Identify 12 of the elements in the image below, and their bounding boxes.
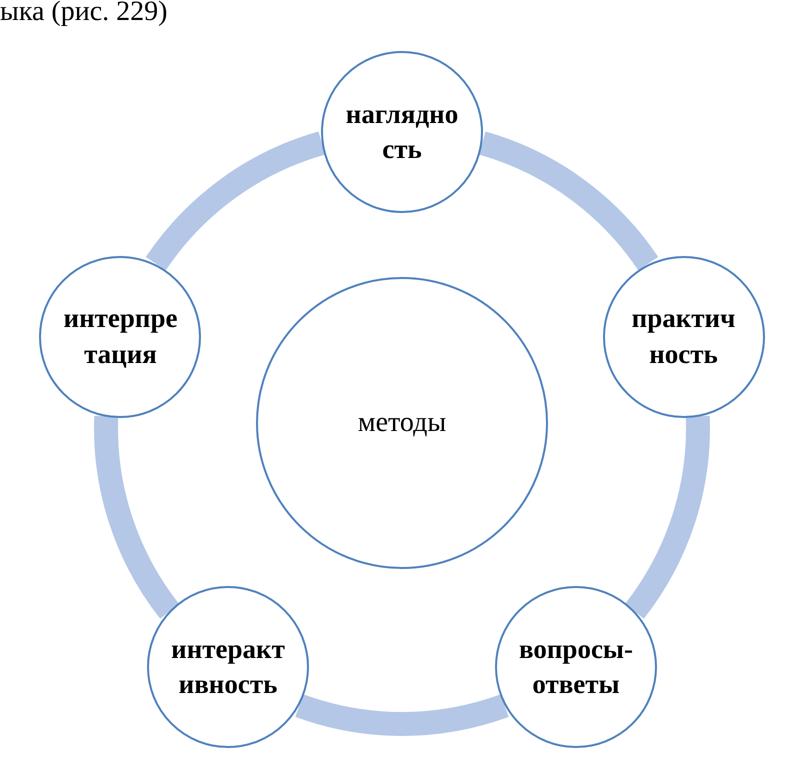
node-label: практич ность bbox=[630, 302, 736, 371]
node-label: вопросы- ответы bbox=[518, 633, 634, 702]
ring-connector bbox=[624, 416, 710, 618]
node-label: интеракт ивность bbox=[170, 633, 286, 702]
ring-connector bbox=[94, 416, 180, 618]
node-label: интерпре тация bbox=[62, 302, 178, 371]
node-label: методы bbox=[358, 406, 446, 440]
ring-connector bbox=[296, 694, 508, 736]
caption-text: ыка (рис. 229) bbox=[0, 0, 168, 28]
ring-connector bbox=[478, 132, 658, 271]
node-label: наглядно сть bbox=[344, 98, 460, 166]
ring-connector bbox=[146, 132, 326, 271]
